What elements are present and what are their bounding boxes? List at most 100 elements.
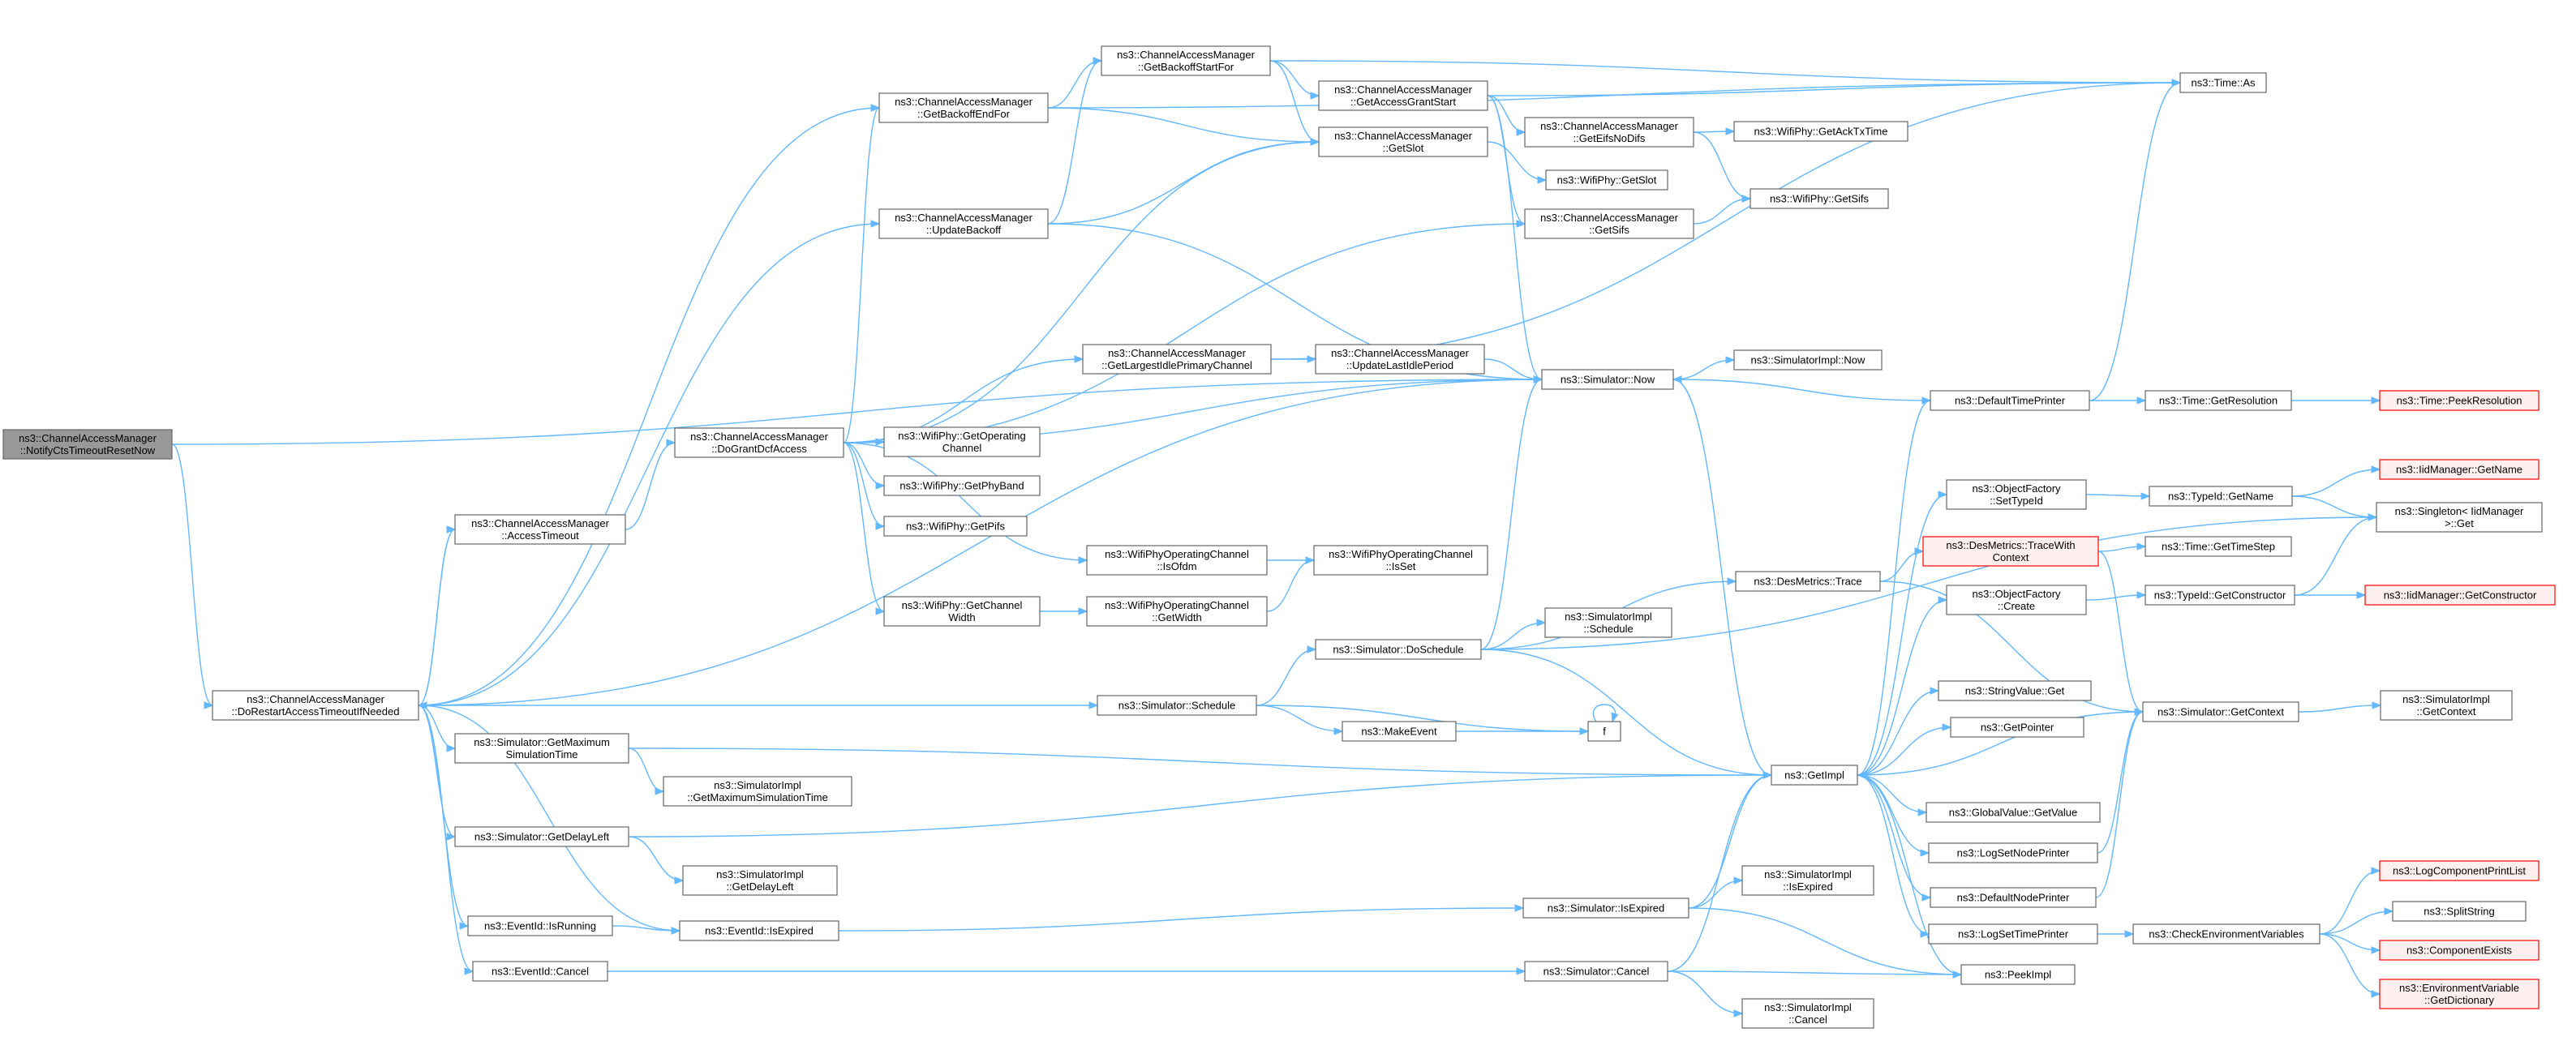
graph-node-n33[interactable]: ns3::TypeId::GetName — [2149, 486, 2293, 507]
graph-node-n35[interactable]: ns3::Singleton< IidManager >::Get — [2376, 502, 2543, 533]
graph-node-n65[interactable]: ns3::EnvironmentVariable::GetDictionary — [2379, 979, 2540, 1009]
edge-n4-to-n6 — [1047, 60, 1102, 109]
graph-node-n1[interactable]: ns3::ChannelAccessManager::DoRestartAcce… — [212, 690, 419, 721]
graph-node-n43[interactable]: f — [1587, 721, 1621, 742]
graph-node-n25[interactable]: ns3::WifiPhyOperatingChannel::IsOfdm — [1086, 545, 1268, 576]
graph-node-n39[interactable]: ns3::Simulator::DoSchedule — [1315, 639, 1482, 660]
graph-node-n10[interactable]: ns3::ChannelAccessManager::GetSifs — [1524, 208, 1694, 239]
arrowhead-n2-to-n3 — [666, 439, 676, 447]
graph-node-n50[interactable]: ns3::SimulatorImpl::GetMaximumSimulation… — [663, 776, 852, 807]
graph-node-n32[interactable]: ns3::ObjectFactory::SetTypeId — [1946, 479, 2087, 510]
graph-node-n6[interactable]: ns3::ChannelAccessManager::GetBackoffSta… — [1101, 45, 1271, 76]
graph-node-n38[interactable]: ns3::IidManager::GetConstructor — [2364, 585, 2556, 606]
graph-node-n37[interactable]: ns3::TypeId::GetConstructor — [2145, 585, 2295, 606]
graph-node-n5[interactable]: ns3::ChannelAccessManager::UpdateBackoff — [878, 208, 1049, 239]
edge-n61-to-n62 — [2319, 870, 2381, 935]
node-label: ns3::MakeEvent — [1361, 726, 1437, 738]
graph-node-n7[interactable]: ns3::ChannelAccessManager::GetAccessGran… — [1318, 80, 1488, 111]
graph-node-n8[interactable]: ns3::ChannelAccessManager::GetSlot — [1318, 126, 1488, 157]
graph-node-n60[interactable]: ns3::LogSetTimePrinter — [1928, 923, 2098, 945]
graph-node-n15[interactable]: ns3::ChannelAccessManager::GetLargestIdl… — [1082, 344, 1272, 375]
graph-node-n19[interactable]: ns3::DefaultTimePrinter — [1930, 390, 2090, 411]
graph-node-n57[interactable]: ns3::EventId::IsRunning — [467, 915, 613, 936]
graph-node-n46[interactable]: ns3::Simulator::GetContext — [2142, 701, 2299, 722]
graph-node-n11[interactable]: ns3::WifiPhy::GetSlot — [1545, 169, 1668, 191]
graph-node-n40[interactable]: ns3::SimulatorImpl::Schedule — [1544, 607, 1672, 638]
edge-n48-to-n32 — [1857, 494, 1947, 776]
graph-node-n9[interactable]: ns3::ChannelAccessManager::GetEifsNoDifs — [1524, 117, 1694, 148]
graph-node-n20[interactable]: ns3::Time::GetResolution — [2145, 390, 2292, 411]
node-box — [883, 426, 1041, 457]
graph-node-n2[interactable]: ns3::ChannelAccessManager::AccessTimeout — [454, 514, 626, 545]
arrowhead-n48-to-n44 — [1930, 687, 1940, 695]
node-label: ::IsOfdm — [1157, 560, 1196, 572]
graph-node-n41[interactable]: ns3::Simulator::Schedule — [1097, 695, 1257, 716]
graph-node-n14[interactable]: ns3::Time::As — [2179, 72, 2267, 93]
arrowhead-n61-to-n64 — [2371, 946, 2381, 954]
node-label: Width — [948, 611, 975, 623]
graph-node-n48[interactable]: ns3::GetImpl — [1771, 765, 1858, 786]
graph-node-n13[interactable]: ns3::WifiPhy::GetSifs — [1750, 188, 1889, 209]
edge-n1-to-n5 — [418, 223, 880, 706]
graph-node-n69[interactable]: ns3::SimulatorImpl::Cancel — [1741, 998, 1874, 1029]
node-label: ns3::DefaultNodePrinter — [1957, 892, 2070, 904]
graph-node-n4[interactable]: ns3::ChannelAccessManager::GetBackoffEnd… — [878, 92, 1049, 123]
graph-node-n68[interactable]: ns3::PeekImpl — [1960, 964, 2076, 985]
node-label: ns3::DesMetrics::Trace — [1754, 576, 1861, 588]
node-label: ns3::SimulatorImpl — [2402, 693, 2490, 705]
graph-node-n64[interactable]: ns3::ComponentExists — [2379, 940, 2540, 961]
edge-n67-to-n68 — [1667, 970, 1962, 975]
arrowhead-n46-to-n47 — [2372, 701, 2382, 709]
graph-node-n56[interactable]: ns3::SimulatorImpl::IsExpired — [1741, 865, 1874, 896]
graph-node-n36[interactable]: ns3::ObjectFactory::Create — [1946, 585, 2087, 615]
edge-n3-to-n25 — [843, 442, 1088, 561]
graph-node-n26[interactable]: ns3::WifiPhyOperatingChannel::IsSet — [1313, 545, 1488, 576]
edge-n46-to-n48 — [1857, 711, 2144, 776]
graph-node-n45[interactable]: ns3::GetPointer — [1950, 717, 2084, 738]
graph-node-n51[interactable]: ns3::GlobalValue::GetValue — [1926, 802, 2101, 823]
arrowhead-n67-to-n48 — [1762, 771, 1773, 779]
graph-node-n58[interactable]: ns3::EventId::IsExpired — [679, 920, 839, 941]
graph-node-n61[interactable]: ns3::CheckEnvironmentVariables — [2132, 923, 2321, 945]
graph-node-n23[interactable]: ns3::WifiPhy::GetPhyBand — [883, 475, 1041, 496]
node-label: ns3::TypeId::GetConstructor — [2154, 589, 2286, 602]
node-label: ns3::WifiPhy::GetOperating — [898, 430, 1026, 442]
edge-n9-to-n13 — [1693, 131, 1751, 199]
node-label: ns3::ChannelAccessManager — [1108, 347, 1246, 359]
node-label: ns3::ChannelAccessManager — [19, 432, 157, 444]
graph-node-n31[interactable]: ns3::Time::GetTimeStep — [2145, 536, 2292, 557]
graph-node-n54[interactable]: ns3::LogSetNodePrinter — [1928, 842, 2098, 863]
graph-node-n0[interactable]: ns3::ChannelAccessManager::NotifyCtsTime… — [2, 429, 173, 460]
graph-node-n59[interactable]: ns3::Simulator::IsExpired — [1522, 897, 1689, 919]
graph-node-n63[interactable]: ns3::SplitString — [2392, 901, 2527, 922]
graph-node-n21[interactable]: ns3::Time::PeekResolution — [2379, 390, 2540, 411]
edge-n61-to-n65 — [2319, 933, 2381, 995]
graph-node-n3[interactable]: ns3::ChannelAccessManager::DoGrantDcfAcc… — [674, 427, 844, 458]
graph-node-n66[interactable]: ns3::EventId::Cancel — [472, 961, 608, 982]
graph-node-n12[interactable]: ns3::WifiPhy::GetAckTxTime — [1733, 121, 1908, 142]
graph-node-n18[interactable]: ns3::SimulatorImpl::Now — [1733, 349, 1883, 371]
graph-node-n52[interactable]: ns3::Simulator::GetDelayLeft — [454, 826, 629, 847]
node-label: ns3::ChannelAccessManager — [690, 431, 828, 443]
edge-n67-to-n48 — [1667, 774, 1772, 972]
graph-node-n29[interactable]: ns3::DesMetrics::Trace — [1735, 571, 1881, 592]
graph-node-n49[interactable]: ns3::Simulator::GetMaximumSimulationTime — [454, 733, 629, 764]
graph-node-n44[interactable]: ns3::StringValue::Get — [1938, 680, 2092, 701]
graph-node-n28[interactable]: ns3::WifiPhyOperatingChannel::GetWidth — [1086, 596, 1268, 627]
graph-node-n47[interactable]: ns3::SimulatorImpl::GetContext — [2380, 690, 2513, 721]
graph-node-n42[interactable]: ns3::MakeEvent — [1342, 721, 1457, 742]
graph-node-n16[interactable]: ns3::ChannelAccessManager::UpdateLastIdl… — [1315, 344, 1485, 375]
graph-node-n62[interactable]: ns3::LogComponentPrintList — [2379, 860, 2540, 881]
graph-node-n17[interactable]: ns3::Simulator::Now — [1541, 369, 1674, 390]
graph-node-n24[interactable]: ns3::WifiPhy::GetPifs — [883, 516, 1028, 537]
graph-node-n67[interactable]: ns3::Simulator::Cancel — [1524, 961, 1668, 982]
graph-node-n53[interactable]: ns3::SimulatorImpl::GetDelayLeft — [682, 865, 838, 896]
graph-node-n55[interactable]: ns3::DefaultNodePrinter — [1930, 887, 2097, 908]
node-box — [663, 776, 852, 807]
arrowhead-n1-to-n57 — [459, 922, 470, 930]
node-box — [674, 427, 844, 458]
graph-node-n34[interactable]: ns3::IidManager::GetName — [2379, 459, 2540, 480]
